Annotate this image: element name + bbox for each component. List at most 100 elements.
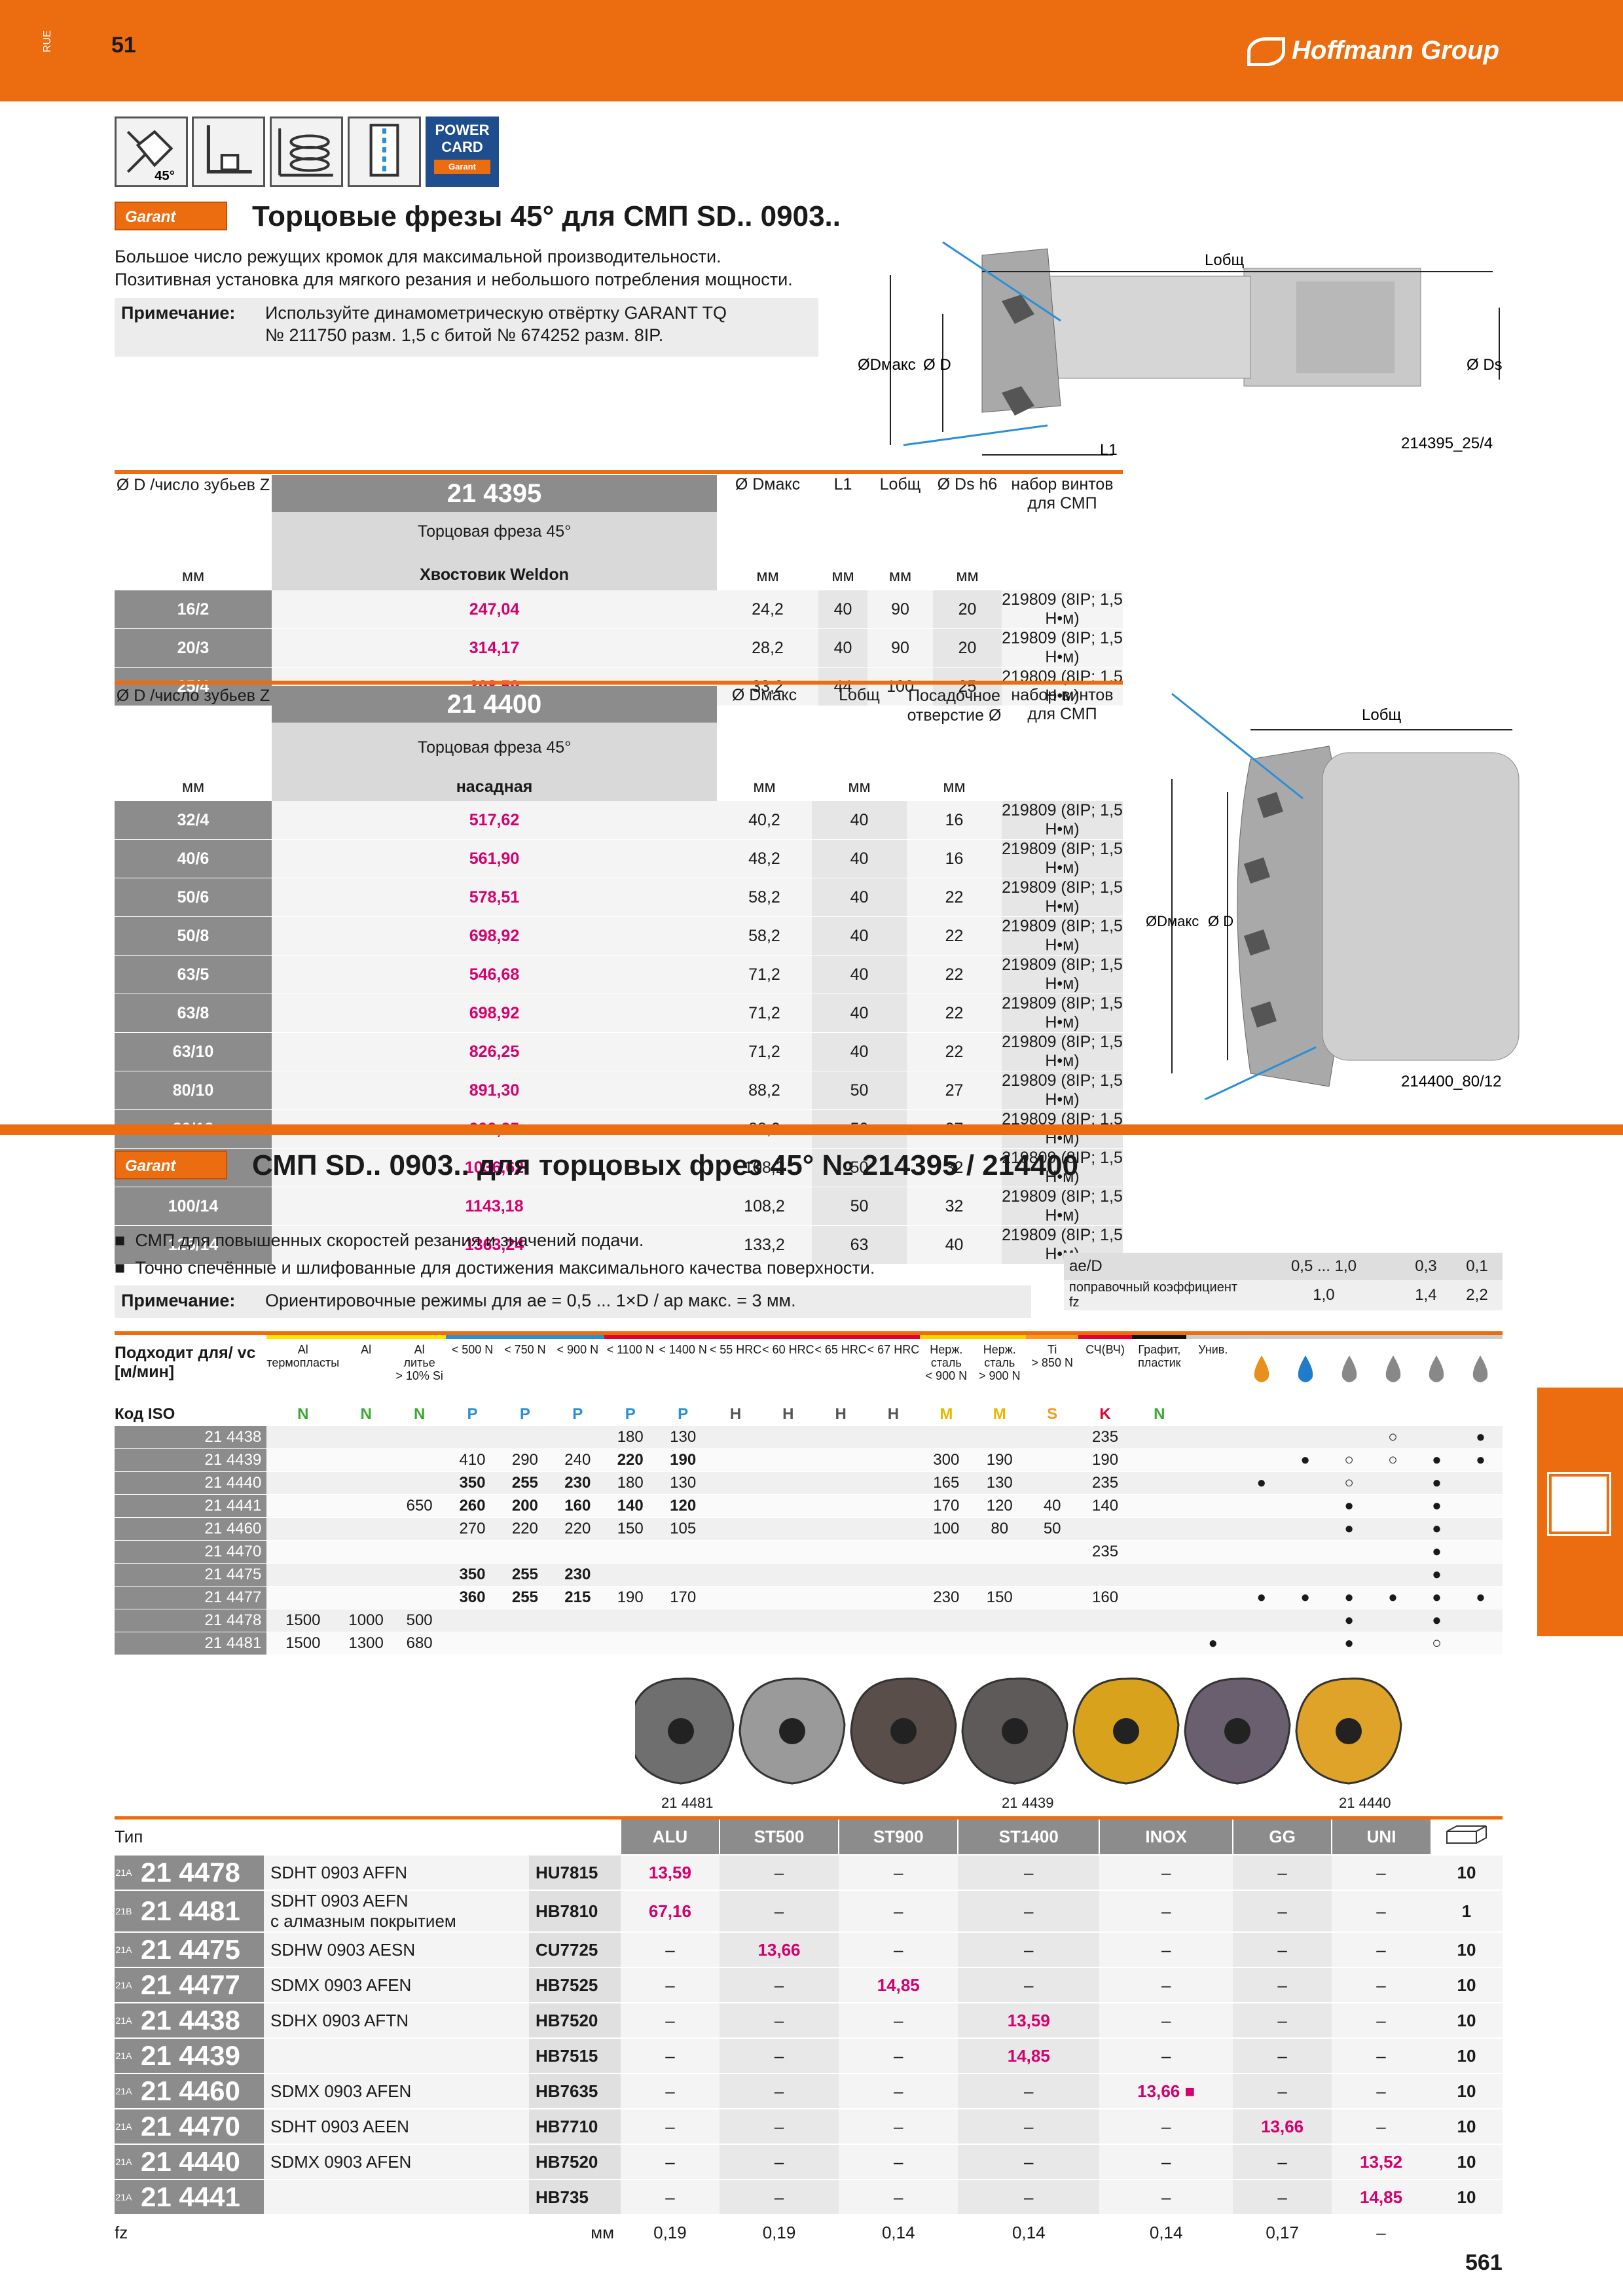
price-cell: – (1233, 2038, 1332, 2074)
cut-cell (1026, 1632, 1078, 1655)
material-text: < 500 N (451, 1343, 494, 1356)
iso-empty (1371, 1403, 1415, 1426)
drawing2-caption: 214400_80/12 (1401, 1073, 1502, 1090)
cut-cell (1186, 1540, 1240, 1564)
cut-cell: ● (1239, 1586, 1284, 1609)
material-col: < 1100 N (604, 1335, 657, 1403)
price-cell: 14,85 (1332, 2179, 1431, 2215)
cut-cell (551, 1609, 604, 1632)
cut-cell (919, 1540, 974, 1564)
material-text: < 55 HRC (709, 1343, 762, 1356)
insert-type: SDHW 0903 AESN (270, 1939, 416, 1960)
cut-cell (498, 1632, 552, 1655)
cut-cell: 165 (919, 1471, 974, 1495)
cut-cell (814, 1609, 867, 1632)
material-text: Al (361, 1343, 372, 1356)
price-cell: – (958, 2109, 1100, 2145)
table-cell: 50 (812, 1071, 907, 1110)
iso-empty (1239, 1403, 1284, 1426)
cut-cell: 21 4440 (115, 1471, 267, 1495)
iso-code: H (709, 1403, 762, 1426)
grade-head: ST500 (718, 1820, 839, 1856)
power-card-line2: CARD (441, 139, 483, 155)
material-text: пластик (1138, 1356, 1181, 1369)
material-text: Al (414, 1343, 425, 1356)
cut-cell: 1000 (339, 1609, 393, 1632)
d-max-label: ØDмакс (858, 356, 916, 374)
material-col: < 67 HRC (867, 1335, 920, 1403)
table-cell: 219809 (8IP; 1,5 Н•м) (1002, 1225, 1123, 1265)
cut-cell (1026, 1426, 1078, 1449)
chapter-tab[interactable] (1537, 1388, 1623, 1636)
table-cell: 314,17 (272, 628, 717, 668)
cut-cell: ○ (1327, 1448, 1372, 1472)
cut-cell (1239, 1609, 1284, 1632)
price-cell: – (621, 1967, 720, 2003)
cut-cell: 160 (551, 1494, 604, 1518)
cut-cell: 180 (604, 1471, 657, 1495)
l-total-label: Lобщ (1362, 706, 1401, 724)
cut-cell (1371, 1632, 1415, 1655)
cut-cell: ● (1283, 1586, 1328, 1609)
cut-cell (339, 1448, 393, 1472)
cut-cell (1327, 1426, 1372, 1449)
angle-45-icon: 45° (115, 117, 188, 187)
col-d-head: Ø D /число зубьев Z (116, 687, 270, 705)
grade-head: ST1400 (957, 1820, 1100, 1856)
article-desc-bg (272, 723, 717, 801)
cut-cell: 150 (973, 1586, 1027, 1609)
material-col: < 65 HRC (814, 1335, 867, 1403)
cut-cell (1078, 1563, 1133, 1587)
price-cell: – (621, 2003, 720, 2039)
material-col: Нерж.сталь< 900 N (919, 1335, 974, 1403)
table-cell: 219809 (8IP; 1,5 Н•м) (1002, 916, 1123, 956)
insert-type: SDHT 0903 AFFN (270, 1862, 408, 1882)
cut-cell (1458, 1609, 1503, 1632)
bullet1: ■ СМП для повышенных скоростей резания и… (115, 1230, 644, 1250)
table-cell: 28,2 (717, 628, 818, 668)
cut-cell (393, 1448, 447, 1472)
price-cell: – (621, 2179, 720, 2215)
cut-cell (1239, 1540, 1284, 1564)
cut-cell (761, 1426, 814, 1449)
note-label: Примечание: (121, 1291, 236, 1310)
cut-cell (393, 1586, 447, 1609)
shoulder-icon (192, 117, 265, 187)
material-text: Al (297, 1343, 308, 1356)
iso-code: H (814, 1403, 867, 1426)
divider (115, 1816, 1503, 1820)
cut-cell (446, 1609, 499, 1632)
material-text: < 750 N (504, 1343, 546, 1356)
iso-code: N (339, 1403, 393, 1426)
cut-cell (393, 1426, 447, 1449)
insert-desc: SDMX 0903 AFEN (264, 2073, 529, 2109)
package-icon (1431, 1820, 1503, 1856)
iso-code: N (393, 1403, 447, 1426)
table-cell: 58,2 (717, 916, 812, 956)
insert-desc (264, 2038, 529, 2074)
price-cell: – (1332, 2073, 1431, 2109)
price-cell: – (1099, 1932, 1233, 1968)
table-cell: 40 (812, 801, 907, 840)
material-text: литье (403, 1356, 435, 1369)
cut-cell (1371, 1563, 1415, 1587)
cut-cell (393, 1517, 447, 1541)
cut-cell: 40 (1026, 1494, 1078, 1518)
cut-cell (867, 1471, 920, 1495)
cut-cell (973, 1563, 1027, 1587)
cut-cell (1132, 1517, 1187, 1541)
insert-type: SDMX 0903 AFEN (270, 2081, 412, 2101)
unit-dmax: мм (753, 778, 776, 796)
table-cell: 40 (812, 916, 907, 956)
cut-cell: ● (1186, 1632, 1240, 1655)
cut-cell: 220 (604, 1448, 657, 1472)
spray-icon (1327, 1335, 1372, 1403)
cut-cell: 680 (393, 1632, 447, 1655)
material-text: > 900 N (978, 1369, 1021, 1382)
cut-cell (867, 1609, 920, 1632)
cut-cell (266, 1426, 340, 1449)
